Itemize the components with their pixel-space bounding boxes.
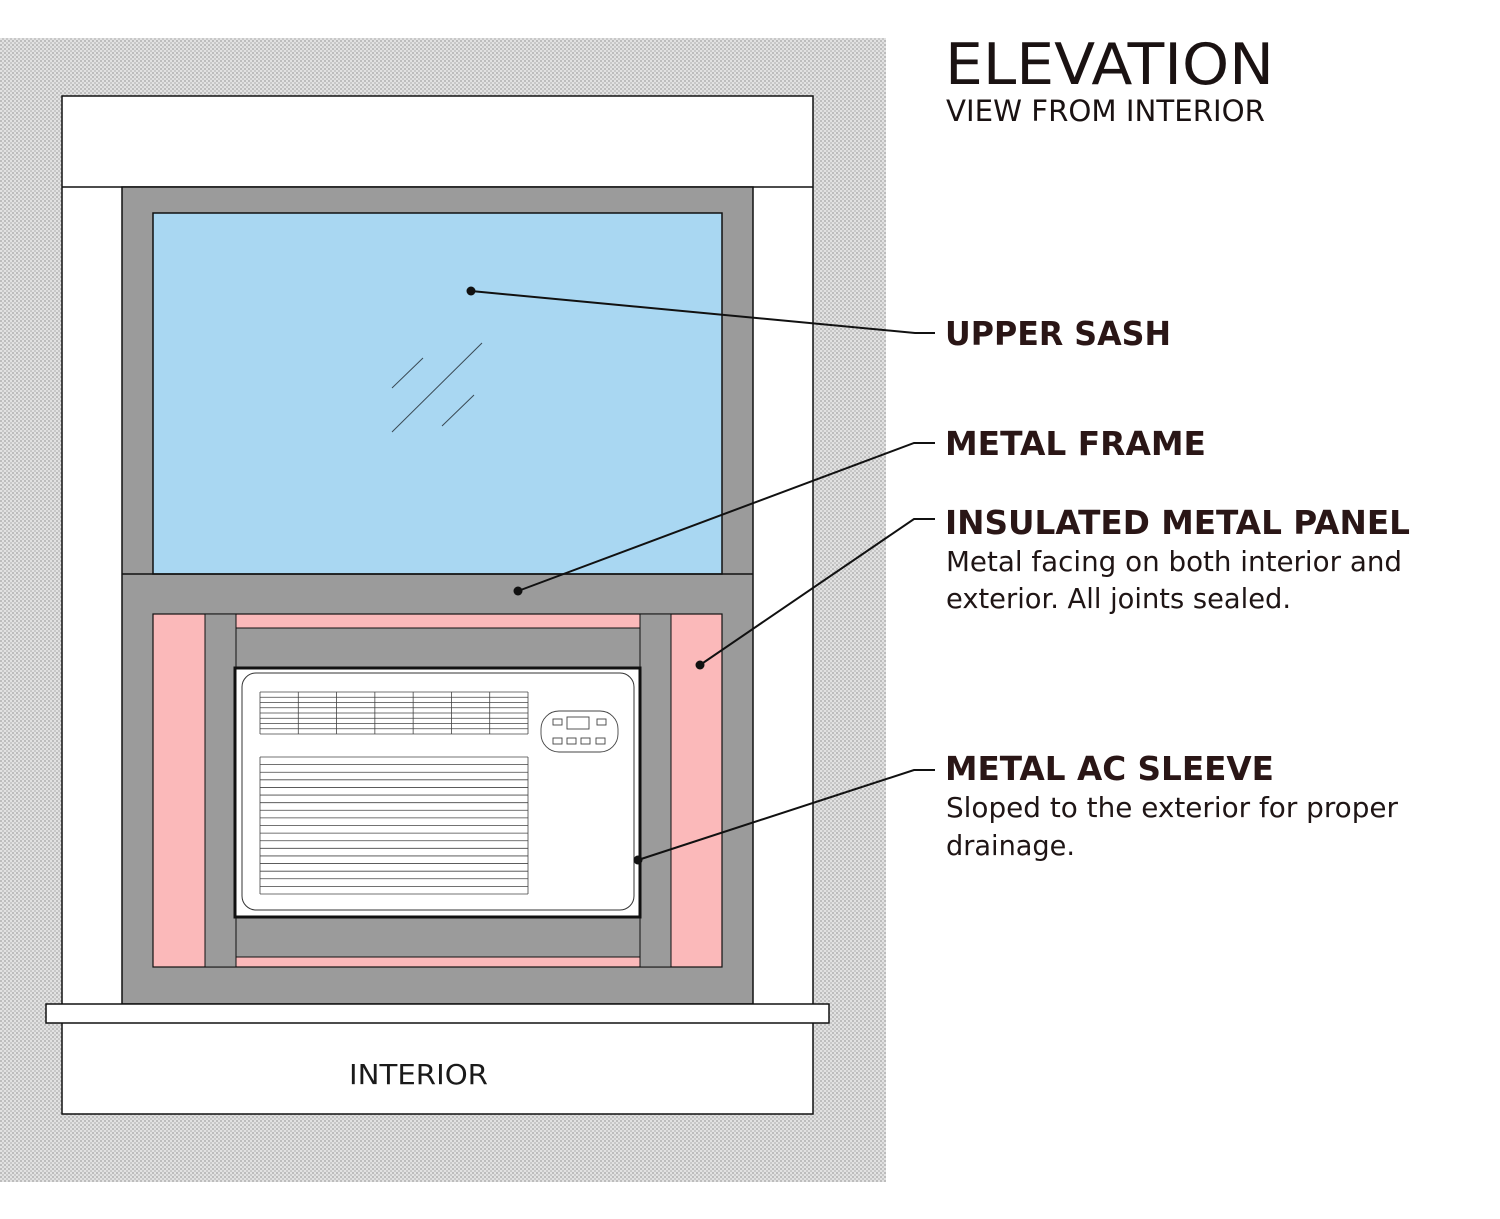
callout-label-insulated-panel: INSULATED METAL PANEL <box>945 503 1410 542</box>
leader-lines <box>470 290 935 861</box>
callout-label-ac-sleeve: METAL AC SLEEVE <box>945 749 1274 788</box>
panel-left-stud <box>204 613 237 968</box>
leader-dots <box>466 286 705 865</box>
glass-glare <box>391 342 483 433</box>
leader-insulated-panel <box>699 518 935 666</box>
leader-dot-upper-sash <box>466 286 476 296</box>
diagram-subtitle: VIEW FROM INTERIOR <box>946 94 1265 128</box>
callout-label-upper-sash: UPPER SASH <box>945 314 1171 353</box>
leader-dot-insulated-panel <box>695 660 705 670</box>
callout-label-metal-frame: METAL FRAME <box>945 424 1206 463</box>
callout-desc-insulated-panel-1: Metal facing on both interior and <box>946 545 1402 578</box>
leader-dot-ac-sleeve <box>633 855 643 865</box>
ac-bottom-grille <box>259 756 529 895</box>
leader-dot-metal-frame <box>513 586 523 596</box>
diagram-title: ELEVATION <box>945 32 1274 98</box>
window-sill <box>45 1003 830 1024</box>
ac-unit-body <box>241 672 635 911</box>
upper-sash-glass <box>152 212 723 575</box>
interior-label: INTERIOR <box>349 1058 488 1091</box>
callout-desc-ac-sleeve-2: drainage. <box>946 829 1075 862</box>
leader-ac-sleeve <box>637 769 935 861</box>
ac-top-grille <box>259 691 529 735</box>
leader-metal-frame <box>517 442 935 592</box>
panel-bottom-rail <box>235 916 641 958</box>
leader-upper-sash <box>470 290 935 334</box>
callout-desc-ac-sleeve-1: Sloped to the exterior for proper <box>946 791 1398 824</box>
panel-top-rail <box>235 627 641 669</box>
ac-control-panel <box>540 710 619 753</box>
panel-right-stud <box>639 613 672 968</box>
callout-desc-insulated-panel-2: exterior. All joints sealed. <box>946 582 1291 615</box>
